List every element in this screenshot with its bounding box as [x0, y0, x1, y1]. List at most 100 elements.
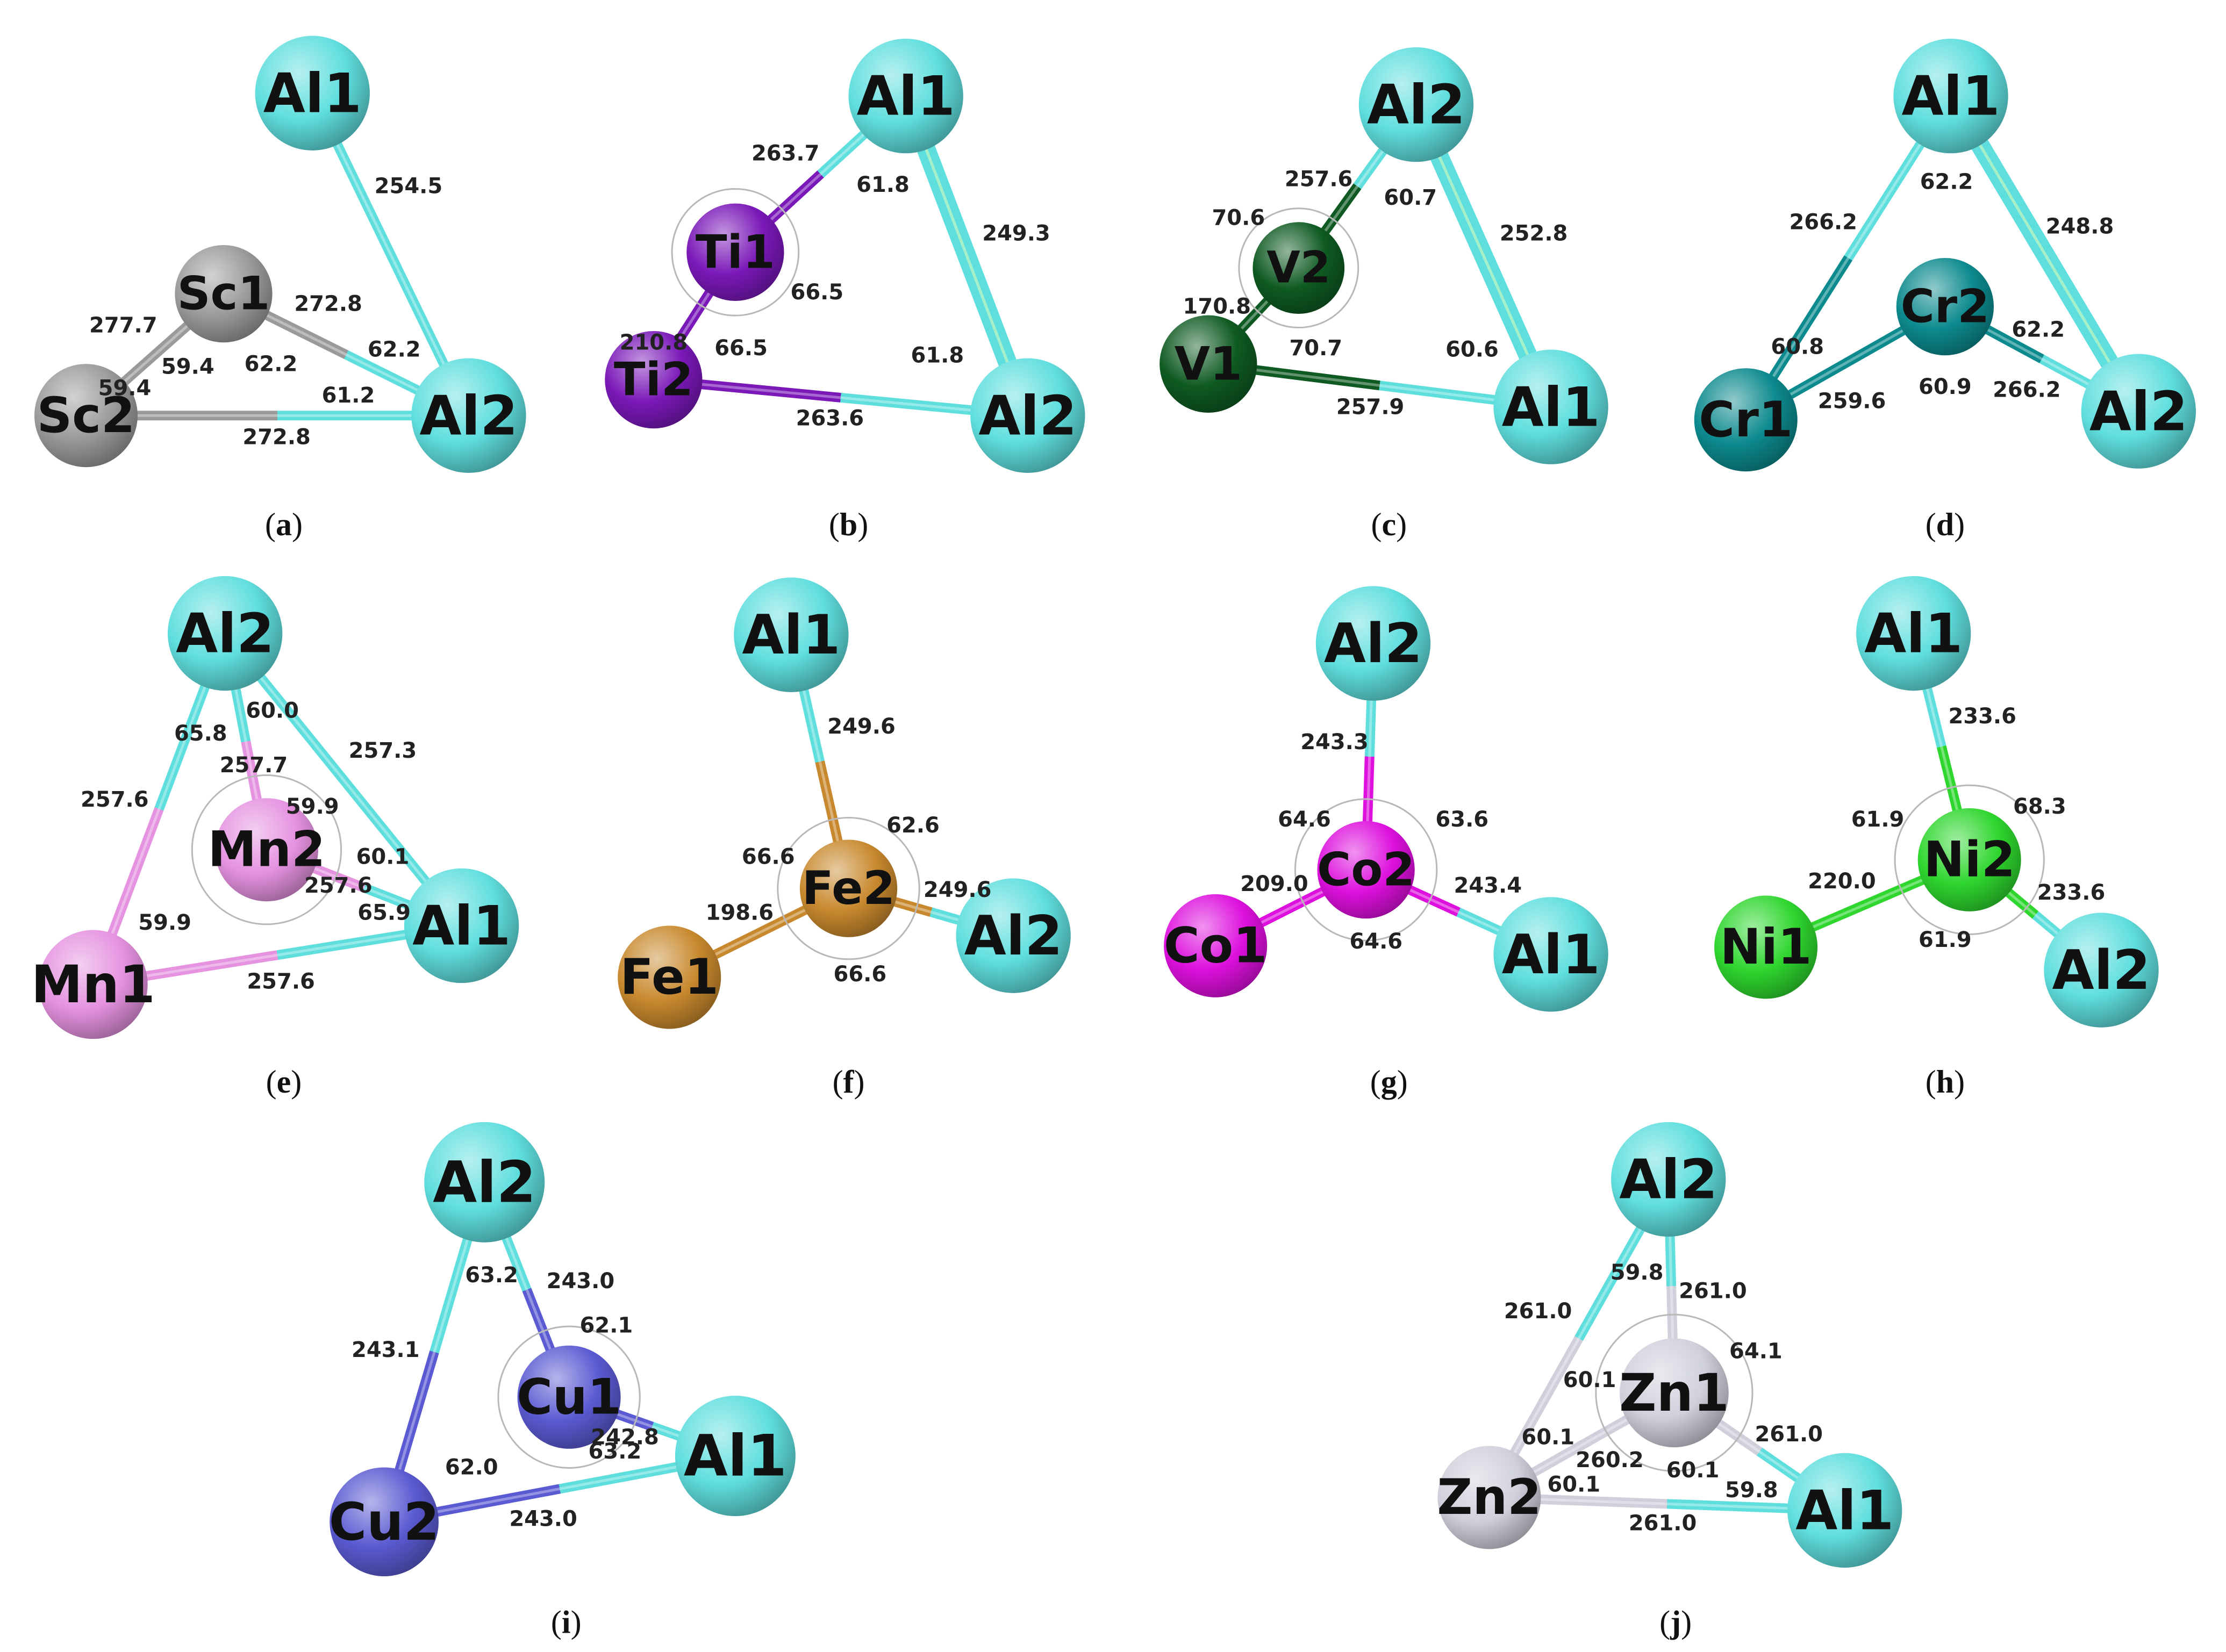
angle-marker [671, 188, 800, 317]
atom-label: Mn1 [31, 954, 155, 1015]
measurement-label: 60.6 [1445, 337, 1499, 362]
measurement-label: 243.0 [509, 1506, 577, 1531]
atom-sc1: Sc1 [175, 245, 273, 343]
atom-al2: Al2 [970, 358, 1085, 473]
measurement-label: 243.4 [1454, 873, 1522, 898]
measurement-label: 257.6 [81, 787, 149, 812]
atom-al1: Al1 [255, 35, 370, 150]
measurement-label: 59.4 [98, 376, 152, 401]
measurement-label: 64.6 [1278, 807, 1331, 832]
atom-cu2: Cu2 [329, 1467, 439, 1577]
measurement-label: 60.1 [1521, 1425, 1574, 1449]
bond-al1-cr1 [1741, 91, 1956, 425]
measurement-label: 62.2 [368, 337, 421, 362]
measurement-label: 249.6 [827, 714, 896, 739]
panel-caption: (g) [1370, 1064, 1408, 1100]
measurement-label: 66.6 [834, 962, 887, 987]
atom-zn1: Zn1 [1619, 1338, 1729, 1448]
panel-caption: (h) [1926, 1064, 1965, 1100]
measurement-label: 259.6 [1818, 389, 1886, 414]
measurement-label: 263.7 [751, 141, 820, 166]
angle-marker [497, 1325, 641, 1469]
bond-mn1-al1 [88, 921, 467, 989]
bond-ti2-al2 [648, 375, 1033, 421]
atom-label: Al1 [1502, 375, 1600, 439]
atom-label: Al1 [412, 894, 511, 958]
measurement-label: 66.6 [742, 845, 795, 870]
atom-label: Al1 [1502, 923, 1600, 986]
atom-mn1: Mn1 [31, 930, 155, 1039]
measurement-label: 266.2 [1789, 210, 1857, 234]
measurement-label: 260.2 [1576, 1448, 1644, 1473]
atom-label: Al2 [978, 384, 1077, 447]
measurement-label: 60.9 [1919, 375, 1972, 399]
atom-co2: Co2 [1317, 821, 1415, 919]
atom-al1: Al1 [1856, 576, 1971, 691]
atom-label: Sc1 [177, 267, 270, 321]
atom-fe2: Fe2 [799, 839, 898, 937]
atom-label: Al2 [1324, 612, 1422, 675]
measurement-label: 257.3 [349, 738, 417, 763]
atom-label: Al2 [2089, 379, 2188, 443]
measurement-label: 63.6 [1435, 807, 1488, 832]
atom-label: Al1 [1795, 1478, 1894, 1542]
atom-al1: Al1 [404, 868, 519, 983]
measurement-label: 266.2 [1993, 377, 2061, 402]
measurement-label: 60.1 [1666, 1458, 1720, 1483]
atom-label: V1 [1175, 337, 1242, 391]
measurement-label: 233.6 [2037, 880, 2106, 905]
bond-zn2-al1 [1484, 1492, 1850, 1515]
measurement-label: 62.2 [245, 351, 298, 376]
atom-label: Al2 [419, 384, 518, 447]
measurement-label: 59.9 [286, 794, 339, 819]
measurement-label: 249.3 [982, 221, 1050, 246]
measurement-label: 233.6 [1948, 704, 2016, 729]
atom-label: Cu1 [517, 1369, 621, 1425]
atom-co1: Co1 [1164, 894, 1267, 997]
measurement-label: 61.2 [322, 383, 375, 408]
atom-label: Fe2 [802, 861, 895, 915]
measurement-label: 170.8 [1183, 295, 1251, 319]
atom-v2: V2 [1252, 222, 1345, 314]
measurement-label: 59.9 [138, 910, 191, 935]
measurement-label: 60.1 [356, 845, 410, 870]
atom-label: Al2 [2052, 938, 2150, 1002]
bond-al1-al2 [307, 88, 474, 421]
panel-caption: (d) [1926, 507, 1965, 542]
atom-cr2: Cr2 [1896, 257, 1994, 356]
atom-label: Al1 [684, 1423, 787, 1489]
atom-cr1: Cr1 [1694, 368, 1798, 472]
atom-label: Co2 [1317, 843, 1415, 897]
atom-mn2: Mn2 [208, 798, 325, 902]
measurement-label: 64.1 [1729, 1339, 1783, 1363]
measurement-label: 63.2 [589, 1439, 642, 1464]
bond-al2-mn1 [88, 628, 230, 989]
atom-label: Sc2 [37, 387, 135, 444]
measurement-label: 62.2 [1920, 170, 1973, 195]
measurement-label: 62.1 [580, 1313, 633, 1338]
measurement-label: 66.5 [791, 280, 844, 305]
measurement-label: 261.0 [1629, 1511, 1697, 1535]
panel-caption: (i) [551, 1604, 582, 1640]
measurement-label: 263.6 [796, 406, 864, 431]
angle-marker [1595, 1313, 1753, 1472]
atom-zn2: Zn2 [1437, 1446, 1541, 1549]
measurement-label: 243.3 [1300, 730, 1369, 755]
angle-marker [1294, 798, 1438, 942]
atom-label: Al1 [857, 64, 955, 128]
measurement-label: 65.8 [174, 721, 227, 746]
bond-al2-al1 [220, 628, 467, 931]
atom-label: Ni2 [1923, 831, 2015, 888]
measurement-label: 61.9 [1919, 928, 1972, 952]
atom-label: Ti2 [614, 353, 693, 407]
atom-ni1: Ni1 [1714, 895, 1818, 999]
measurement-label: 243.0 [547, 1269, 615, 1294]
panel-f: Al1Fe2Fe1Al2249.662.666.6198.6249.666.6(… [618, 577, 1071, 1100]
atom-al2: Al2 [1315, 586, 1431, 701]
